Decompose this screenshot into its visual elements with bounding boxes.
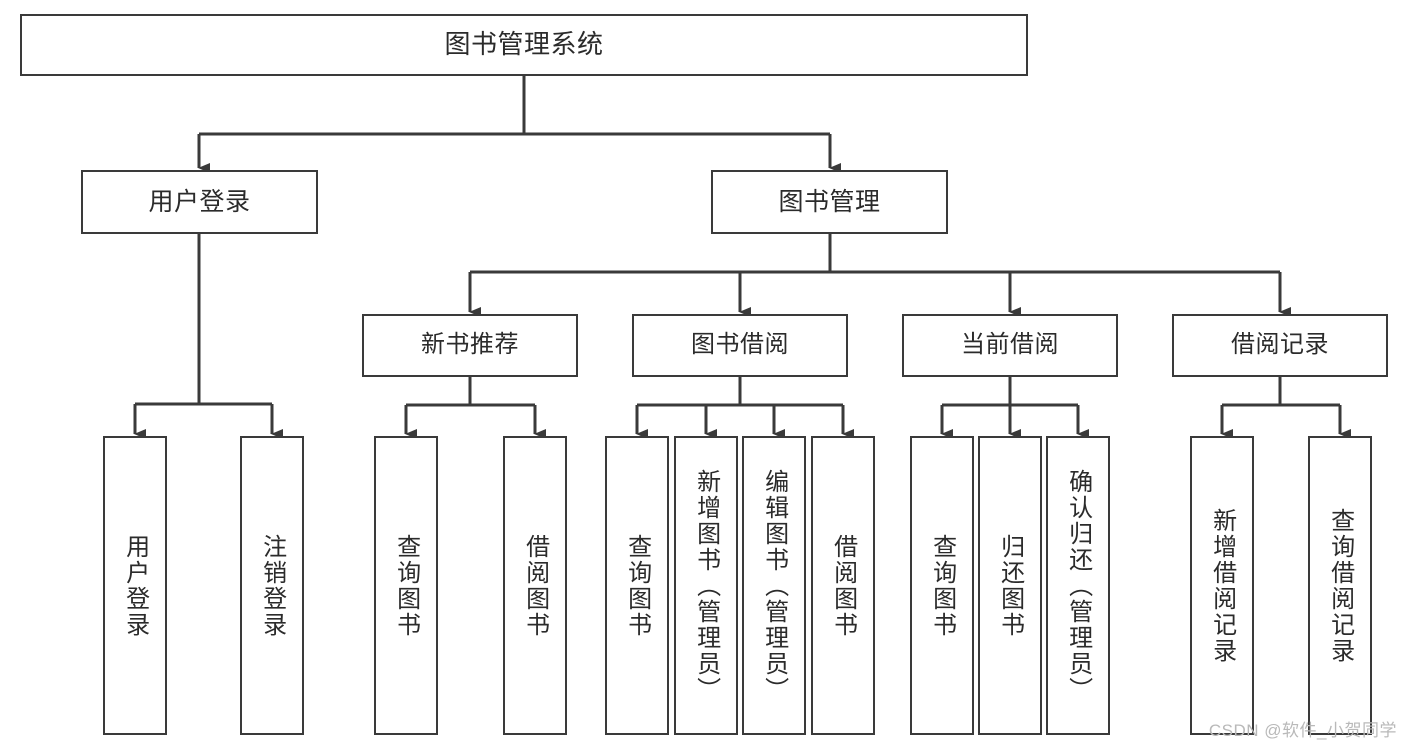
node-borrow-record[interactable]: 借阅记录: [1172, 314, 1388, 377]
leaf-borrow-record-query[interactable]: 查询借阅记录: [1308, 436, 1372, 735]
leaf-borrow-record-add[interactable]: 新增借阅记录: [1190, 436, 1254, 735]
node-label: 查询借阅记录: [1326, 507, 1354, 664]
node-label: 确认归还（管理员）: [1064, 468, 1092, 703]
node-label: 查询图书: [928, 533, 956, 638]
node-label: 用户登录: [121, 533, 149, 638]
leaf-user-login-login[interactable]: 用户登录: [103, 436, 167, 735]
node-user-login[interactable]: 用户登录: [81, 170, 318, 234]
node-label: 新增借阅记录: [1208, 507, 1236, 664]
node-label: 查询图书: [623, 533, 651, 638]
csdn-watermark: CSDN @软件_小贺同学: [1208, 721, 1397, 740]
leaf-book-borrow-add[interactable]: 新增图书（管理员）: [674, 436, 738, 735]
leaf-new-book-borrow[interactable]: 借阅图书: [503, 436, 567, 735]
leaf-book-borrow-query[interactable]: 查询图书: [605, 436, 669, 735]
leaf-book-borrow-borrow[interactable]: 借阅图书: [811, 436, 875, 735]
node-label: 借阅图书: [521, 533, 549, 638]
node-label: 借阅图书: [829, 533, 857, 638]
node-label: 图书管理系统: [444, 29, 604, 60]
node-label: 图书借阅: [691, 331, 789, 359]
node-current-borrow[interactable]: 当前借阅: [902, 314, 1118, 377]
node-book-borrow[interactable]: 图书借阅: [632, 314, 848, 377]
leaf-current-borrow-return[interactable]: 归还图书: [978, 436, 1042, 735]
node-label: 用户登录: [148, 188, 251, 216]
node-label: 当前借阅: [961, 331, 1059, 359]
node-label: 图书管理: [778, 188, 881, 216]
leaf-book-borrow-edit[interactable]: 编辑图书（管理员）: [742, 436, 806, 735]
leaf-new-book-query[interactable]: 查询图书: [374, 436, 438, 735]
node-label: 查询图书: [392, 533, 420, 638]
node-book-management[interactable]: 图书管理: [711, 170, 948, 234]
node-label: 新增图书（管理员）: [692, 468, 720, 703]
node-label: 归还图书: [996, 533, 1024, 638]
node-label: 借阅记录: [1231, 331, 1329, 359]
node-new-book-recommend[interactable]: 新书推荐: [362, 314, 578, 377]
leaf-current-borrow-confirm-return[interactable]: 确认归还（管理员）: [1046, 436, 1110, 735]
node-label: 新书推荐: [421, 331, 519, 359]
leaf-current-borrow-query[interactable]: 查询图书: [910, 436, 974, 735]
node-label: 编辑图书（管理员）: [760, 468, 788, 703]
leaf-user-login-logout[interactable]: 注销登录: [240, 436, 304, 735]
node-label: 注销登录: [258, 533, 286, 638]
node-root-system[interactable]: 图书管理系统: [20, 14, 1028, 76]
